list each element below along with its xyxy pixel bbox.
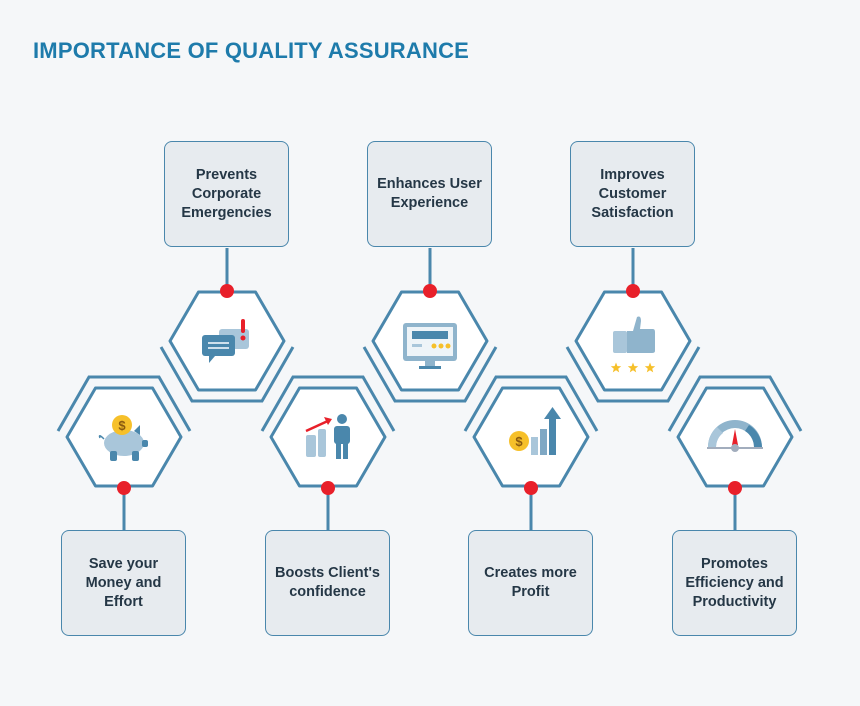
hexagon-outline-accent xyxy=(56,375,192,432)
svg-text:$: $ xyxy=(118,418,126,433)
connector-dot xyxy=(321,481,335,495)
hexagon-3 xyxy=(260,375,396,530)
item-box-prevents-emergencies: Prevents Corporate Emergencies xyxy=(164,141,289,247)
item-box-user-experience: Enhances User Experience xyxy=(367,141,492,247)
hexagon-2 xyxy=(159,248,295,403)
thumbs-up-stars-icon xyxy=(610,316,656,373)
item-box-more-profit: Creates more Profit xyxy=(468,530,593,636)
connector-dot xyxy=(423,284,437,298)
hexagon-1: $ xyxy=(56,375,192,530)
hexagon-outline-accent xyxy=(463,375,599,432)
profit-chart-icon: $ xyxy=(509,407,561,455)
connector-dot xyxy=(117,481,131,495)
monitor-rating-icon xyxy=(403,323,457,369)
hexagon-5: $ xyxy=(463,375,599,530)
hexagon-7 xyxy=(667,375,803,530)
connector-dot xyxy=(524,481,538,495)
hexagon-shape xyxy=(269,386,387,488)
item-box-efficiency: Promotes Efficiency and Productivity xyxy=(672,530,797,636)
page-title: IMPORTANCE OF QUALITY ASSURANCE xyxy=(33,38,470,63)
svg-text:$: $ xyxy=(515,434,523,449)
connector-dot xyxy=(220,284,234,298)
item-box-customer-satisfaction: Improves Customer Satisfaction xyxy=(570,141,695,247)
hexagon-outline-accent xyxy=(565,346,701,403)
hexagon-outline-accent xyxy=(667,375,803,432)
hexagon-outline-accent xyxy=(362,346,498,403)
speedometer-icon xyxy=(707,420,763,452)
item-box-save-money: Save your Money and Effort xyxy=(61,530,186,636)
hexagon-outline-accent xyxy=(260,375,396,432)
hexagon-4 xyxy=(362,248,498,403)
item-box-boosts-confidence: Boosts Client's confidence xyxy=(265,530,390,636)
connector-dot xyxy=(728,481,742,495)
hexagon-outline-accent xyxy=(159,346,295,403)
connector-dot xyxy=(626,284,640,298)
growth-person-icon xyxy=(305,414,350,459)
piggy-bank-icon: $ xyxy=(98,415,148,461)
hexagon-6 xyxy=(565,248,701,403)
chat-alert-icon xyxy=(202,319,249,363)
